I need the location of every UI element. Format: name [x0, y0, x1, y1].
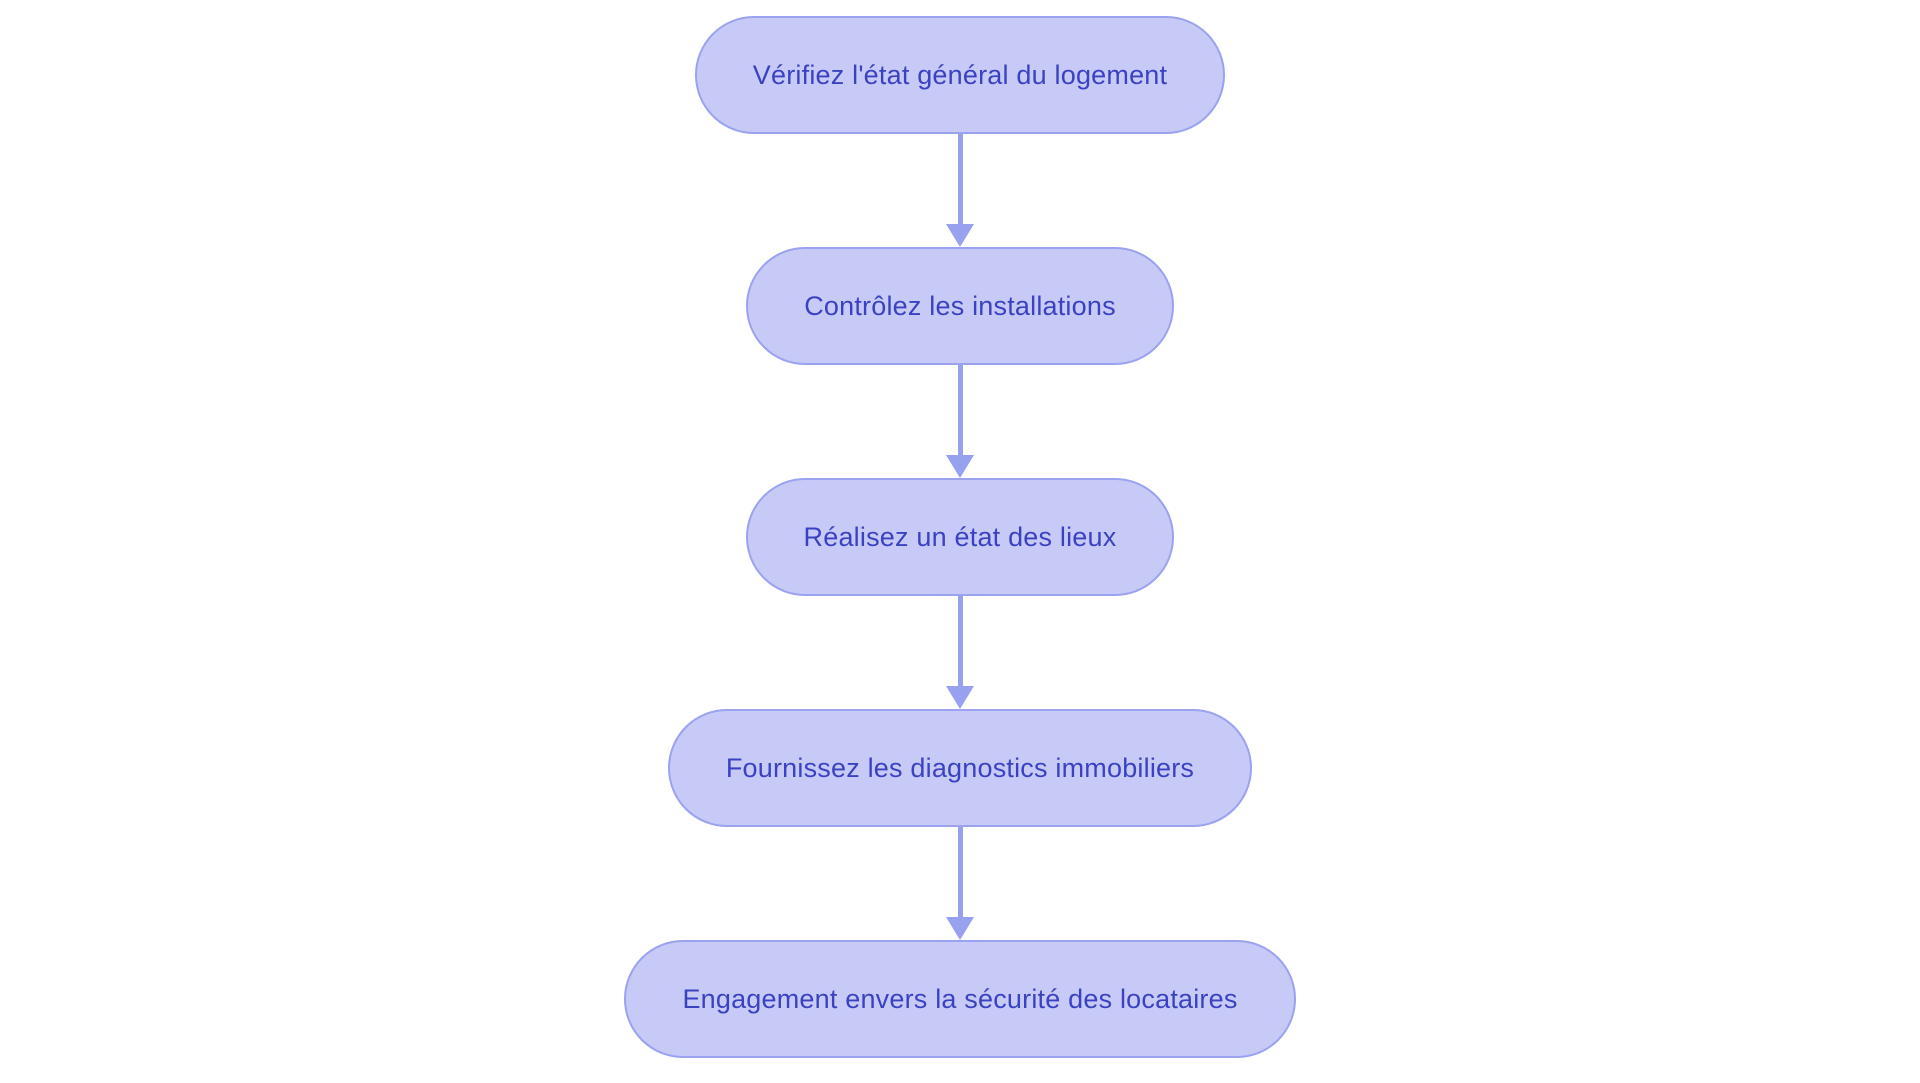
- flow-node-label: Engagement envers la sécurité des locata…: [682, 983, 1238, 1014]
- arrow-down-icon: [946, 596, 974, 709]
- flow-node-verifiez-etat: Vérifiez l'état général du logement: [694, 16, 1226, 134]
- arrow-head: [946, 455, 974, 478]
- arrow-line: [957, 827, 963, 918]
- arrow-head: [946, 686, 974, 709]
- arrow-line: [957, 134, 963, 225]
- arrow-line: [957, 596, 963, 687]
- flow-node-label: Fournissez les diagnostics immobiliers: [725, 752, 1195, 783]
- flow-node-controlez-installations: Contrôlez les installations: [746, 247, 1174, 365]
- arrow-down-icon: [946, 134, 974, 247]
- arrow-down-icon: [946, 365, 974, 478]
- arrow-down-icon: [946, 827, 974, 940]
- flow-node-label: Vérifiez l'état général du logement: [752, 59, 1168, 90]
- arrow-line: [957, 365, 963, 456]
- flow-node-label: Contrôlez les installations: [804, 290, 1116, 321]
- arrow-head: [946, 224, 974, 247]
- flow-node-securite-locataires: Engagement envers la sécurité des locata…: [624, 940, 1296, 1058]
- flow-node-diagnostics-immobiliers: Fournissez les diagnostics immobiliers: [667, 709, 1253, 827]
- flow-node-etat-des-lieux: Réalisez un état des lieux: [745, 478, 1175, 596]
- flow-node-label: Réalisez un état des lieux: [803, 521, 1117, 552]
- arrow-head: [946, 917, 974, 940]
